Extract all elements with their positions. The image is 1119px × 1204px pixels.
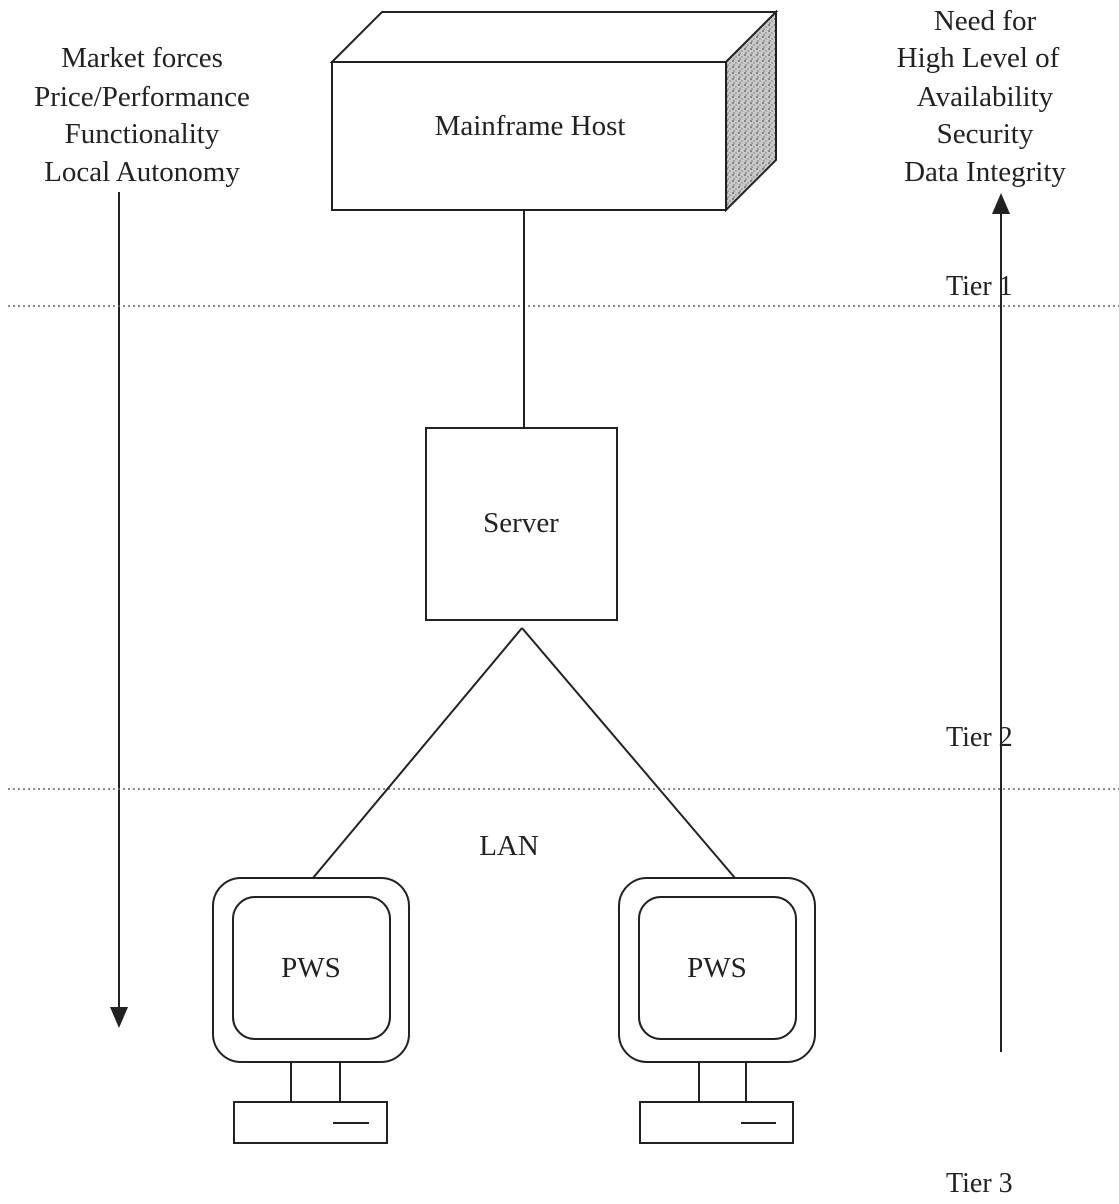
right-need-line: Security bbox=[937, 118, 1034, 150]
down-arrow bbox=[110, 192, 128, 1028]
right-need-line: Availability bbox=[917, 81, 1054, 113]
pws-workstation-left: PWS bbox=[212, 877, 410, 1144]
lan-label: LAN bbox=[479, 830, 539, 862]
left-force-line: Functionality bbox=[65, 118, 220, 150]
pws-workstation-right: PWS bbox=[618, 877, 816, 1144]
mainframe-host: Mainframe Host bbox=[329, 9, 779, 213]
tier-1-label: Tier 1 bbox=[946, 271, 1013, 302]
left-force-line: Market forces bbox=[61, 42, 223, 74]
left-force-line: Price/Performance bbox=[34, 81, 250, 113]
mainframe-host-label: Mainframe Host bbox=[435, 110, 626, 142]
tier-2-label: Tier 2 bbox=[946, 722, 1013, 753]
market-forces-text: Market forces Price/Performance Function… bbox=[34, 42, 250, 188]
server-label: Server bbox=[483, 507, 559, 539]
availability-needs-text: Need for High Level of Availability Secu… bbox=[897, 5, 1067, 188]
up-arrow bbox=[992, 193, 1010, 1052]
pws-left-label: PWS bbox=[281, 952, 341, 984]
pws-right-label: PWS bbox=[687, 952, 747, 984]
right-need-line: High Level of bbox=[897, 42, 1060, 74]
lan-links bbox=[312, 627, 736, 879]
right-need-line: Data Integrity bbox=[904, 156, 1066, 188]
server: Server bbox=[425, 427, 618, 621]
left-force-line: Local Autonomy bbox=[44, 156, 240, 188]
right-need-line: Need for bbox=[934, 5, 1037, 37]
tier-3-label: Tier 3 bbox=[946, 1168, 1013, 1199]
